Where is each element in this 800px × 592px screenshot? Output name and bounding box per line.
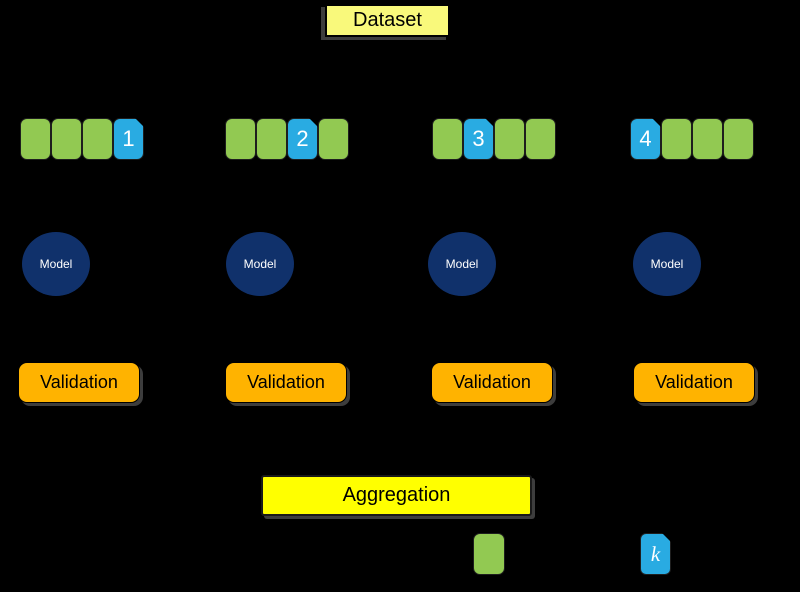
split-1-fold-number: 1	[122, 126, 135, 151]
split-2-train-block	[225, 118, 256, 160]
split-3-validation-block: 3	[463, 118, 494, 160]
dataset-label: Dataset	[353, 9, 422, 31]
split-4-train-block	[692, 118, 723, 160]
split-4-train-block	[661, 118, 692, 160]
split-4-train-block	[723, 118, 754, 160]
validation-2-label: Validation	[247, 372, 325, 392]
split-2-train-block	[318, 118, 349, 160]
split-3-fold-number: 3	[472, 126, 485, 151]
split-4-validation-block: 4	[630, 118, 661, 160]
model-2-label: Model	[243, 257, 277, 271]
corner-cut-decoration	[309, 118, 318, 127]
split-4-fold-row: 4	[630, 118, 754, 160]
model-1-label: Model	[39, 257, 73, 271]
validation-3-box: Validation	[431, 362, 553, 403]
legend-validation-fold-swatch: k	[640, 533, 671, 575]
split-2-fold-row: 2	[225, 118, 349, 160]
validation-4-box: Validation	[633, 362, 755, 403]
corner-cut-decoration	[662, 533, 671, 542]
split-1-fold-row: 1	[20, 118, 144, 160]
split-3-fold-row: 3	[432, 118, 556, 160]
split-1-validation-block: 1	[113, 118, 144, 160]
legend-k-label: k	[650, 541, 661, 566]
split-3-train-block	[432, 118, 463, 160]
split-2-train-block	[256, 118, 287, 160]
split-4-fold-number: 4	[639, 126, 652, 151]
corner-cut-decoration	[652, 118, 661, 127]
model-4-ellipse: Model	[633, 232, 701, 296]
dataset-box: Dataset	[325, 4, 450, 37]
validation-4-label: Validation	[655, 372, 733, 392]
model-4-label: Model	[650, 257, 684, 271]
split-1-train-block	[20, 118, 51, 160]
validation-1-box: Validation	[18, 362, 140, 403]
model-3-ellipse: Model	[428, 232, 496, 296]
validation-1-label: Validation	[40, 372, 118, 392]
aggregation-label: Aggregation	[342, 484, 451, 506]
validation-2-box: Validation	[225, 362, 347, 403]
split-2-validation-block: 2	[287, 118, 318, 160]
validation-3-label: Validation	[453, 372, 531, 392]
split-1-train-block	[51, 118, 82, 160]
model-1-ellipse: Model	[22, 232, 90, 296]
corner-cut-decoration	[135, 118, 144, 127]
corner-cut-decoration	[485, 118, 494, 127]
split-2-fold-number: 2	[296, 126, 309, 151]
model-3-label: Model	[445, 257, 479, 271]
split-3-train-block	[525, 118, 556, 160]
model-2-ellipse: Model	[226, 232, 294, 296]
aggregation-box: Aggregation	[261, 475, 532, 516]
split-3-train-block	[494, 118, 525, 160]
split-1-train-block	[82, 118, 113, 160]
legend-train-fold-swatch	[473, 533, 505, 575]
